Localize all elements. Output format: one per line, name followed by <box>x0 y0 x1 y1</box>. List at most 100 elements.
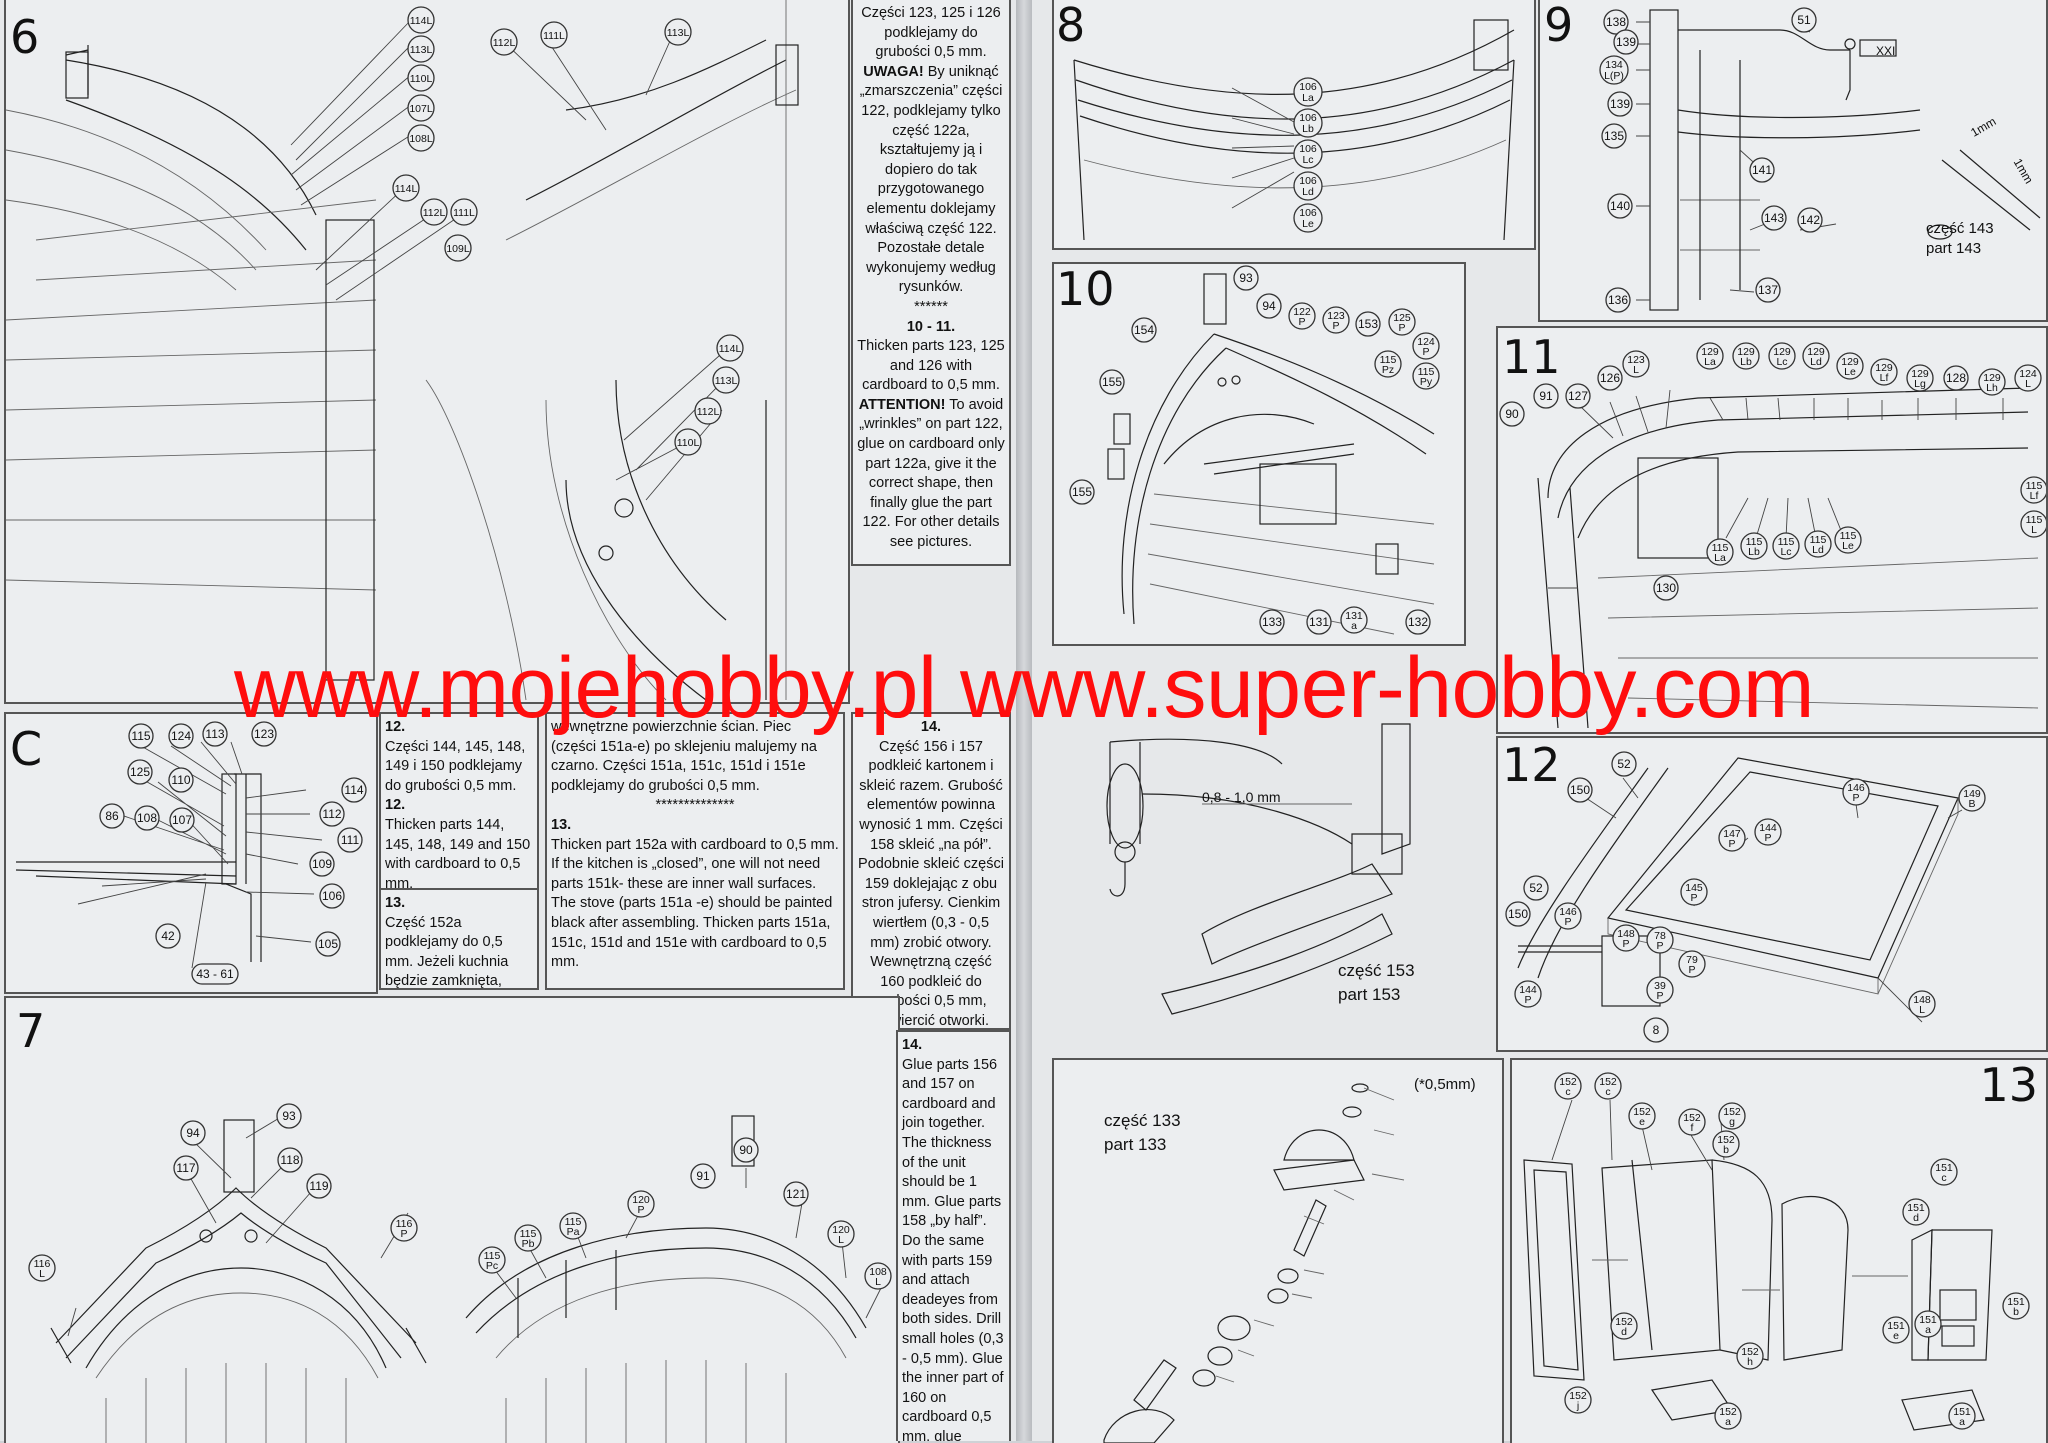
svg-text:128: 128 <box>1946 371 1966 385</box>
svg-text:106: 106 <box>1299 81 1317 93</box>
svg-text:129: 129 <box>1773 346 1791 358</box>
svg-text:P: P <box>1298 316 1305 328</box>
svg-text:124: 124 <box>1417 336 1435 348</box>
svg-text:P: P <box>1764 832 1771 844</box>
svg-text:115: 115 <box>1712 542 1729 554</box>
svg-text:145: 145 <box>1685 882 1703 894</box>
svg-text:91: 91 <box>1539 389 1553 403</box>
svg-text:P: P <box>1690 892 1697 904</box>
svg-text:110: 110 <box>171 773 190 787</box>
text-attention: ATTENTION! <box>858 396 946 413</box>
text-step-12-heading-pl: 12. <box>385 719 406 735</box>
svg-text:152: 152 <box>1599 1076 1617 1088</box>
svg-text:Pa: Pa <box>567 1226 580 1238</box>
text-p2: By uniknąć „zmarszczenia” części 122, po… <box>859 63 1003 296</box>
svg-text:111L: 111L <box>453 207 475 219</box>
svg-text:Lb: Lb <box>1740 356 1752 368</box>
svg-text:146: 146 <box>1847 782 1865 794</box>
svg-text:115: 115 <box>1840 530 1857 542</box>
svg-text:151: 151 <box>2007 1296 2025 1308</box>
text-step-12-heading-en: 12. <box>385 797 406 814</box>
text-separator: ****** <box>914 298 948 315</box>
svg-text:a: a <box>1925 1324 1931 1336</box>
step-number-C: C <box>10 722 43 776</box>
svg-text:148: 148 <box>1913 994 1931 1006</box>
svg-text:129: 129 <box>1841 356 1859 368</box>
svg-text:c: c <box>1565 1086 1570 1098</box>
svg-text:115: 115 <box>520 1228 537 1240</box>
svg-text:94: 94 <box>186 1126 200 1140</box>
svg-text:149: 149 <box>1963 788 1981 800</box>
svg-text:Le: Le <box>1842 540 1854 552</box>
svg-text:93: 93 <box>282 1109 296 1123</box>
svg-text:P: P <box>1332 320 1339 332</box>
svg-text:La: La <box>1714 552 1726 564</box>
svg-text:140: 140 <box>1610 199 1630 213</box>
svg-text:106: 106 <box>1299 112 1317 124</box>
panel-step-C: C 115 124 113 123 125 110 86 108 107 114… <box>4 712 378 994</box>
svg-text:Lc: Lc <box>1780 546 1791 558</box>
caption-part-153-pl: część 153 <box>1338 961 1415 980</box>
svg-text:121: 121 <box>786 1187 806 1201</box>
svg-text:126: 126 <box>1600 371 1620 385</box>
svg-text:112: 112 <box>322 807 341 821</box>
svg-text:P: P <box>1622 938 1629 950</box>
svg-text:Lc: Lc <box>1302 154 1313 166</box>
svg-text:P: P <box>637 1204 644 1216</box>
svg-text:115: 115 <box>484 1250 501 1262</box>
svg-text:Ld: Ld <box>1810 356 1822 368</box>
diagram-step-6 <box>6 0 799 701</box>
diagram-part-133 <box>1103 1083 1405 1443</box>
svg-text:P: P <box>1564 916 1571 928</box>
svg-text:Lb: Lb <box>1302 123 1314 135</box>
svg-text:Lf: Lf <box>1880 372 1889 384</box>
text-step-14-heading-pl: 14. <box>920 719 942 735</box>
svg-text:153: 153 <box>1358 317 1378 331</box>
svg-text:136: 136 <box>1608 293 1628 307</box>
svg-text:113: 113 <box>205 727 224 741</box>
step-number-8: 8 <box>1056 0 1086 52</box>
svg-text:P: P <box>400 1228 407 1240</box>
svg-text:129: 129 <box>1875 362 1893 374</box>
svg-text:L: L <box>39 1268 45 1280</box>
svg-text:114L: 114L <box>395 183 418 195</box>
svg-text:119: 119 <box>309 1179 328 1193</box>
svg-text:151: 151 <box>1919 1314 1937 1326</box>
svg-text:151: 151 <box>1907 1202 1925 1214</box>
svg-text:Lg: Lg <box>1914 378 1926 390</box>
caption-part-133-pl: część 133 <box>1104 1111 1181 1130</box>
caption-part-143-en: part 143 <box>1926 240 1982 257</box>
svg-text:L: L <box>2025 378 2031 390</box>
svg-text:d: d <box>1913 1212 1919 1224</box>
svg-text:P: P <box>1688 964 1695 976</box>
svg-text:L: L <box>838 1234 844 1246</box>
diagram-step-10 <box>1107 273 1435 635</box>
svg-text:a: a <box>1351 620 1357 632</box>
svg-text:e: e <box>1639 1116 1645 1128</box>
svg-text:Lc: Lc <box>1776 356 1787 368</box>
svg-text:51: 51 <box>1797 13 1811 27</box>
svg-text:43 - 61: 43 - 61 <box>196 967 234 981</box>
svg-text:j: j <box>1576 1400 1579 1412</box>
svg-text:131: 131 <box>1345 610 1363 622</box>
svg-text:39: 39 <box>1654 980 1666 992</box>
text-step-13-pl-body: Część 152a podklejamy do 0,5 mm. Jeżeli … <box>385 914 509 990</box>
svg-text:108: 108 <box>869 1266 887 1278</box>
svg-text:52: 52 <box>1529 881 1543 895</box>
svg-text:117: 117 <box>176 1161 195 1175</box>
svg-text:P: P <box>1656 990 1663 1002</box>
svg-text:152: 152 <box>1723 1106 1741 1118</box>
svg-text:137: 137 <box>1758 283 1778 297</box>
text-step-13-heading-en: 13. <box>551 816 572 833</box>
diagram-step-11 <box>1537 387 2039 729</box>
svg-text:P: P <box>1398 322 1405 334</box>
svg-text:78: 78 <box>1654 930 1666 942</box>
svg-text:124: 124 <box>2019 368 2037 380</box>
svg-text:138: 138 <box>1606 15 1626 29</box>
svg-text:155: 155 <box>1102 375 1122 389</box>
svg-text:115: 115 <box>131 729 150 743</box>
svg-text:c: c <box>1605 1086 1610 1098</box>
